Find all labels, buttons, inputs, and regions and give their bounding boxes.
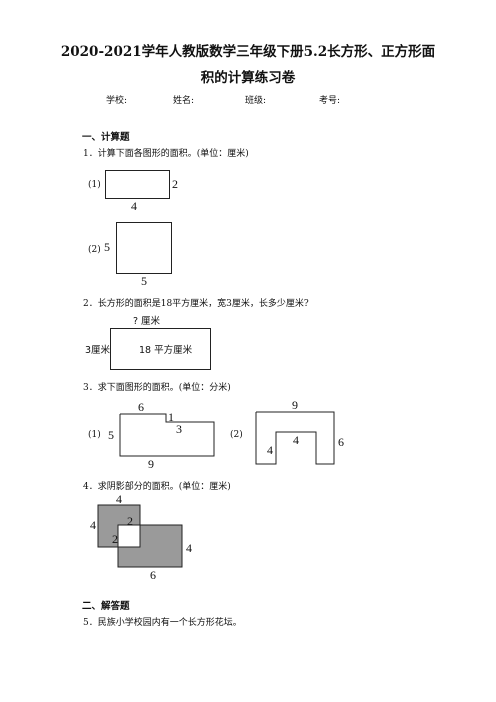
q4-overlap-top: 2 [127, 514, 133, 528]
q2-length-label: ? 厘米 [133, 316, 161, 327]
q3-fig2-right: 6 [338, 435, 344, 449]
q3-fig1-bottom: 9 [148, 457, 154, 471]
question-5-text: 5．民族小学校园内有一个长方形花坛。 [83, 618, 242, 628]
q4-overlap-left: 2 [112, 532, 118, 546]
q3-fig1-step: 1 [168, 410, 174, 424]
q1-square-left: 5 [104, 240, 110, 254]
q1-rect-height: 2 [172, 177, 178, 191]
name-field: 姓名: [173, 96, 195, 106]
question-2-text: 2．长方形的面积是18平方厘米，宽3厘米，长多少厘米? [83, 299, 309, 309]
question-4-text: 4．求阴影部分的面积。(单位：厘米) [83, 482, 231, 492]
q4-right: 4 [186, 541, 192, 555]
q4-top: 4 [116, 492, 122, 506]
page-title-line2: 积的计算练习卷 [200, 70, 296, 86]
school-field: 学校: [106, 96, 128, 106]
q1-square-bottom: 5 [141, 274, 147, 288]
q3-fig1-label: (1) [88, 430, 101, 440]
q1-fig1-label: (1) [88, 180, 101, 190]
q2-rectangle [110, 328, 211, 370]
section2-heading: 二、解答题 [82, 601, 130, 612]
question-3-text: 3．求下面图形的面积。(单位：分米) [83, 383, 231, 393]
q3-fig2-inner: 4 [293, 433, 299, 447]
q2-area-label: 18 平方厘米 [139, 345, 193, 356]
section1-heading: 一、计算题 [82, 132, 130, 143]
q1-rect-width: 4 [131, 199, 137, 213]
class-field: 班级: [245, 96, 267, 106]
exam-number-field: 考号: [319, 96, 341, 106]
q4-left: 4 [90, 518, 96, 532]
q3-fig1-right: 3 [176, 422, 182, 436]
q3-fig1-shape [119, 413, 215, 457]
question-1-text: 1．计算下面各图形的面积。(单位：厘米) [83, 149, 249, 159]
q3-fig2-label: (2) [230, 430, 243, 440]
q3-fig2-top: 9 [292, 398, 298, 412]
q3-fig2-inner-left: 4 [267, 443, 273, 457]
q3-fig1-top: 6 [138, 400, 144, 414]
page-title-line1: 2020-2021学年人教版数学三年级下册5.2长方形、正方形面 [60, 44, 436, 60]
q1-square [116, 222, 172, 274]
q3-fig1-left: 5 [108, 428, 114, 442]
q1-fig2-label: (2) [88, 245, 101, 255]
q1-rectangle [105, 170, 170, 199]
q4-overlap-shape [97, 504, 183, 568]
q2-width-label: 3厘米 [85, 345, 111, 356]
q4-bottom: 6 [150, 568, 156, 582]
q3-fig2-shape [255, 411, 335, 465]
